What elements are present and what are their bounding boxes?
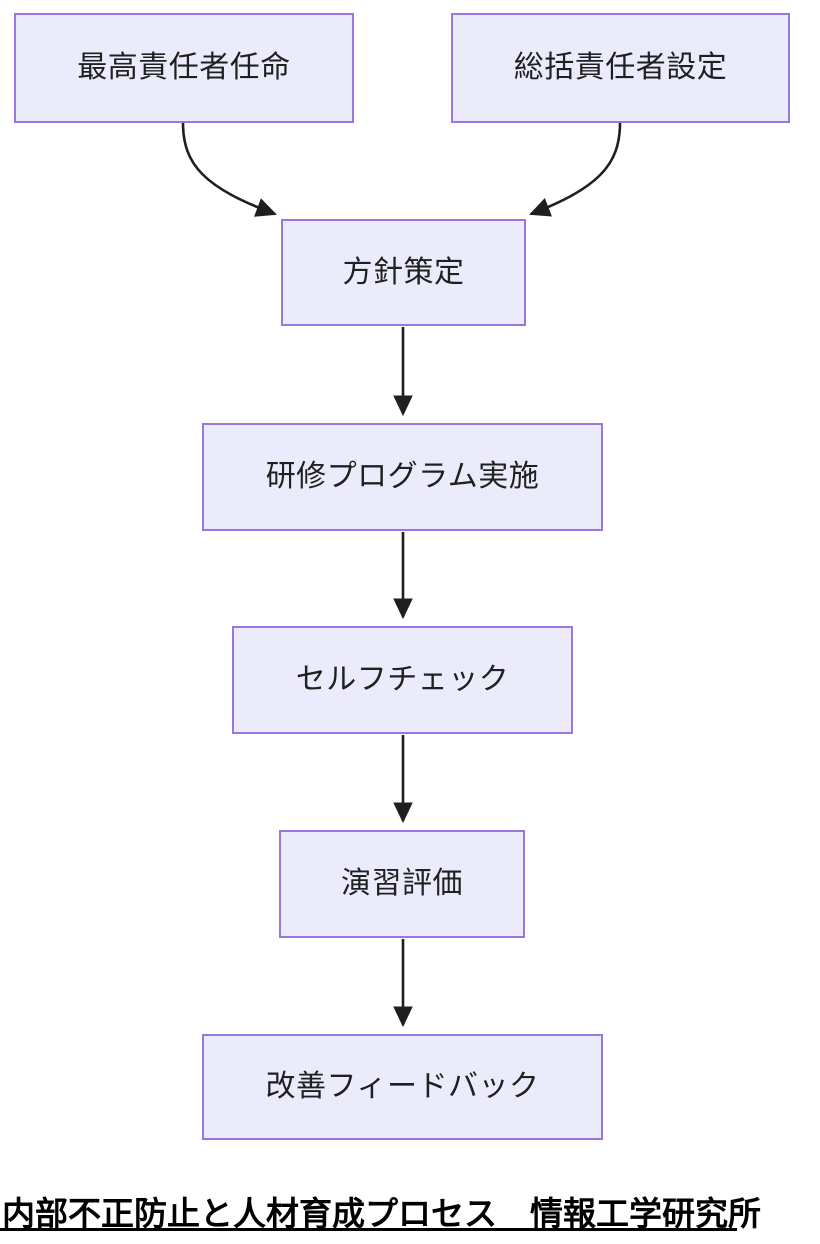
node-self-check[interactable]: セルフチェック: [232, 626, 573, 734]
node-label: 総括責任者設定: [513, 51, 728, 84]
node-general-manager-assignment[interactable]: 総括責任者設定: [451, 13, 790, 123]
node-chief-officer-appointment[interactable]: 最高責任者任命: [14, 13, 354, 123]
node-label: セルフチェック: [295, 663, 510, 696]
node-policy-formulation[interactable]: 方針策定: [281, 219, 526, 326]
caption-text: 内部不正防止と人材育成プロセス 情報工学研究所: [2, 1195, 761, 1232]
node-label: 方針策定: [342, 255, 465, 289]
diagram-caption: 内部不正防止と人材育成プロセス 情報工学研究所: [0, 1187, 820, 1244]
node-label: 演習評価: [341, 867, 463, 900]
caption-underline: [0, 1228, 737, 1231]
edge-chief-to-policy: [181, 122, 277, 217]
node-label: 改善フィードバック: [265, 1070, 540, 1103]
edge-general-to-policy: [529, 122, 622, 217]
node-drill-evaluation[interactable]: 演習評価: [279, 830, 525, 938]
node-training-program-execution[interactable]: 研修プログラム実施: [202, 423, 603, 531]
node-improvement-feedback[interactable]: 改善フィードバック: [202, 1034, 603, 1140]
node-label: 最高責任者任命: [77, 51, 291, 84]
node-label: 研修プログラム実施: [265, 460, 540, 493]
